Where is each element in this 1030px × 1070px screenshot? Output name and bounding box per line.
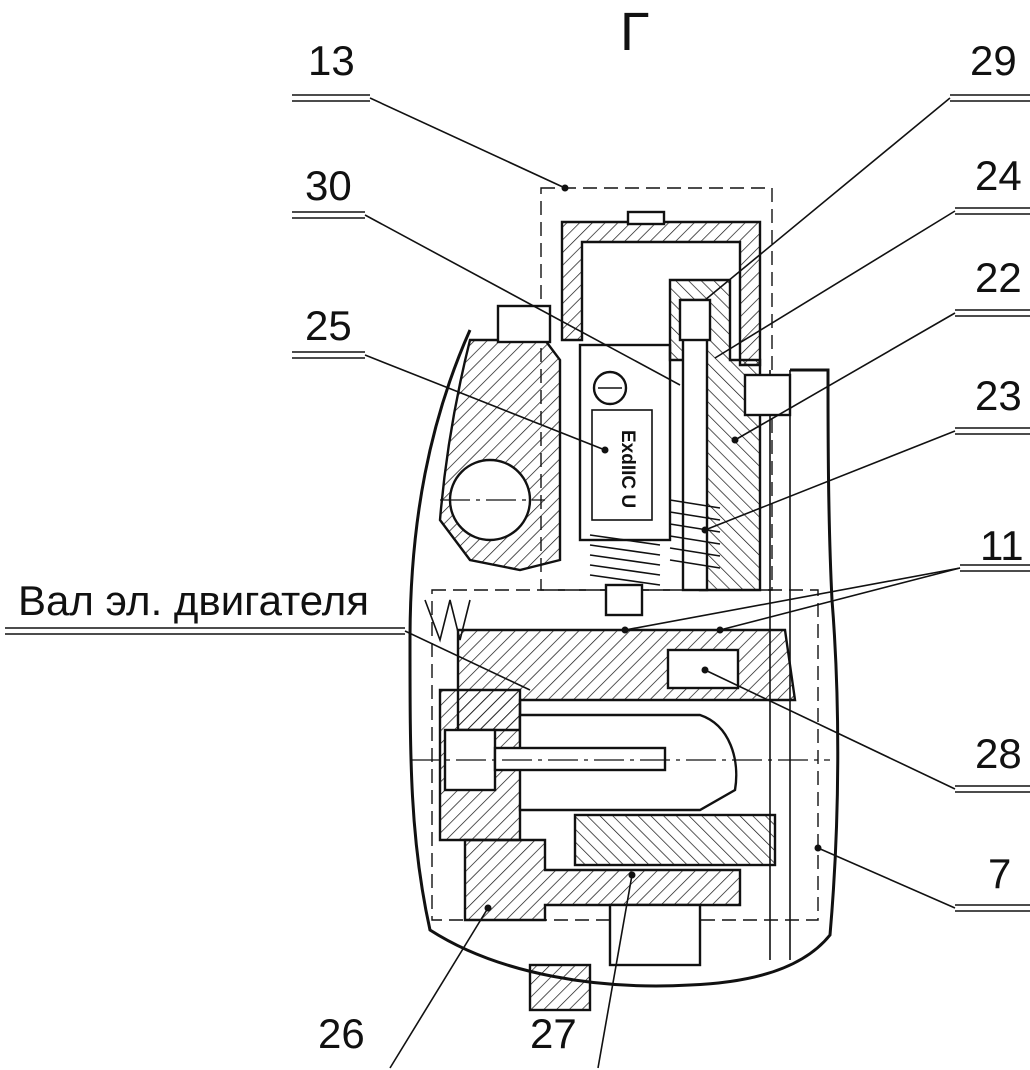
gear-ring-27 bbox=[573, 813, 777, 867]
switch-plate bbox=[591, 409, 653, 521]
housing-outline bbox=[408, 329, 840, 988]
switch-spring bbox=[589, 534, 661, 617]
leader-7 bbox=[817, 847, 956, 909]
leader-24 bbox=[714, 210, 956, 359]
bottom-bracket bbox=[528, 963, 592, 1012]
callout-30: 30 bbox=[305, 162, 352, 209]
callout-11: 11 bbox=[980, 522, 1024, 569]
leader-28 bbox=[704, 669, 956, 790]
switch-body bbox=[578, 343, 672, 542]
cap-screw-head bbox=[626, 210, 666, 226]
leader-22 bbox=[734, 312, 956, 441]
callout-28: 28 bbox=[975, 730, 1022, 777]
callout-29: 29 bbox=[970, 37, 1017, 84]
plunger-rod bbox=[681, 298, 709, 592]
callout-13: 13 bbox=[308, 37, 355, 84]
gear-hub-26 bbox=[463, 838, 742, 922]
callout-26: 26 bbox=[318, 1010, 365, 1057]
shaft-bolt bbox=[493, 746, 667, 772]
callout-23: 23 bbox=[975, 372, 1022, 419]
ex-marking: ExdIIC U bbox=[617, 430, 638, 508]
leader-26 bbox=[389, 907, 489, 1069]
leader-27 bbox=[597, 874, 633, 1069]
callout-27: 27 bbox=[530, 1010, 577, 1057]
callout-24: 24 bbox=[975, 152, 1022, 199]
gear-lower-block bbox=[608, 903, 702, 967]
callout-25: 25 bbox=[305, 302, 352, 349]
plunger-spring bbox=[669, 499, 721, 569]
shaft-label: Вал эл. двигателя bbox=[18, 577, 369, 624]
callout-7: 7 bbox=[988, 850, 1011, 897]
view-label: Г bbox=[620, 2, 649, 62]
leader-29 bbox=[704, 97, 951, 301]
leader-23 bbox=[704, 430, 956, 531]
callout-22: 22 bbox=[975, 254, 1022, 301]
flange-bolt-head bbox=[496, 304, 552, 344]
left-spring bbox=[424, 599, 471, 643]
leader-11b bbox=[719, 567, 961, 631]
side-stop-screw bbox=[743, 373, 792, 417]
leader-shaft bbox=[404, 630, 531, 691]
plunger-screw bbox=[678, 298, 712, 342]
leader-13 bbox=[369, 97, 566, 189]
top-cap bbox=[560, 220, 762, 367]
leader-25 bbox=[364, 354, 606, 451]
leader-30 bbox=[364, 214, 681, 386]
leader-11a bbox=[624, 567, 961, 631]
